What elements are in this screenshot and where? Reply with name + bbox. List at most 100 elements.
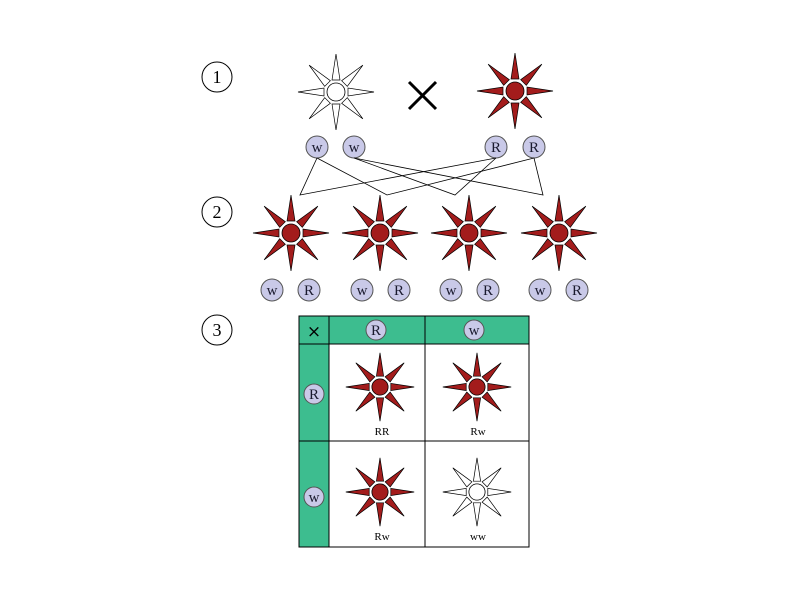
parent-allele-r-2: R: [522, 135, 546, 159]
flower-petal: [302, 228, 330, 238]
flower-petal: [375, 502, 385, 527]
punnett-corner-symbol: ×: [307, 322, 321, 342]
flower-petal: [487, 382, 512, 392]
parent-flower-red: [476, 52, 554, 130]
svg-text:w: w: [446, 283, 457, 299]
flower-petal: [510, 102, 520, 130]
flower-petal: [464, 194, 474, 222]
genotype-label-rw-top: Rw: [470, 426, 485, 438]
parent-allele-r-1: R: [484, 135, 508, 159]
cross-symbol-icon: [407, 80, 438, 111]
flower-petal: [375, 457, 385, 482]
flower-center: [468, 483, 486, 501]
flower-petal: [375, 352, 385, 377]
flower-center: [371, 483, 389, 501]
flower-petal: [487, 63, 510, 86]
genotype-label-rr: RR: [375, 426, 390, 438]
flower-petal: [296, 238, 319, 261]
flower-petal: [384, 391, 405, 412]
punnett-cell-flower-ww: [442, 457, 512, 527]
flower-petal: [347, 87, 375, 97]
flower-petal: [452, 362, 473, 383]
flower-petal: [442, 382, 467, 392]
punnett-cell-flower-rr: [345, 352, 415, 422]
flower-petal: [510, 52, 520, 80]
flower-petal: [474, 238, 497, 261]
flower-petal: [352, 205, 375, 228]
flower-petal: [531, 205, 554, 228]
offspring-1-allele-w: w: [260, 278, 284, 302]
step-marker-3: 3: [201, 314, 233, 346]
flower-petal: [520, 228, 548, 238]
flower-petal: [441, 205, 464, 228]
flower-center: [505, 81, 525, 101]
genotype-label-rw-bottom: Rw: [374, 531, 389, 543]
offspring-flower-2: [341, 194, 419, 272]
flower-petal: [296, 205, 319, 228]
flower-center: [549, 223, 569, 243]
svg-text:w: w: [535, 283, 546, 299]
flower-petal: [472, 352, 482, 377]
offspring-flower-1: [252, 194, 330, 272]
svg-text:R: R: [529, 140, 539, 156]
punnett-row-header: [299, 316, 329, 547]
flower-petal: [472, 397, 482, 422]
flower-petal: [520, 96, 543, 119]
punnett-column-header: [299, 316, 529, 344]
flower-center: [459, 223, 479, 243]
flower-petal: [308, 97, 331, 120]
parent-flower-white: [297, 53, 375, 131]
svg-text:w: w: [349, 140, 360, 156]
svg-text:w: w: [312, 140, 323, 156]
step-label-3: 3: [213, 320, 222, 340]
offspring-1-allele-r: R: [297, 278, 321, 302]
parent-allele-w-1: w: [305, 135, 329, 159]
flower-petal: [263, 205, 286, 228]
flower-petal: [472, 502, 482, 527]
flower-petal: [297, 87, 325, 97]
offspring-flower-3: [430, 194, 508, 272]
flower-petal: [474, 205, 497, 228]
offspring-2-allele-w: w: [350, 278, 374, 302]
flower-petal: [375, 194, 385, 222]
flower-petal: [355, 496, 376, 517]
flower-petal: [531, 238, 554, 261]
flower-petal: [481, 496, 502, 517]
flower-petal: [441, 238, 464, 261]
svg-text:R: R: [483, 283, 493, 299]
flower-petal: [385, 205, 408, 228]
flower-petal: [452, 391, 473, 412]
flower-petal: [355, 467, 376, 488]
punnett-cell-flower-rw-top: [442, 352, 512, 422]
flower-center: [281, 223, 301, 243]
flower-petal: [442, 487, 467, 497]
punnett-col-allele-w: w: [463, 319, 485, 341]
flower-petal: [375, 397, 385, 422]
flower-petal: [345, 382, 370, 392]
svg-text:R: R: [309, 387, 319, 403]
flower-petal: [375, 244, 385, 272]
flower-petal: [480, 228, 508, 238]
svg-text:w: w: [357, 283, 368, 299]
step-label-2: 2: [213, 202, 222, 222]
offspring-4-allele-r: R: [565, 278, 589, 302]
flower-petal: [487, 487, 512, 497]
flower-petal: [564, 205, 587, 228]
flower-petal: [570, 228, 598, 238]
svg-text:w: w: [469, 323, 480, 339]
flower-petal: [452, 496, 473, 517]
flower-petal: [481, 362, 502, 383]
flower-center: [371, 378, 389, 396]
flower-petal: [385, 238, 408, 261]
punnett-row-allele-w: w: [303, 486, 325, 508]
flower-petal: [331, 53, 341, 81]
parent-allele-w-2: w: [342, 135, 366, 159]
step-label-1: 1: [213, 67, 222, 87]
svg-text:R: R: [304, 283, 314, 299]
flower-petal: [252, 228, 280, 238]
flower-center: [370, 223, 390, 243]
flower-petal: [345, 487, 370, 497]
flower-petal: [464, 244, 474, 272]
